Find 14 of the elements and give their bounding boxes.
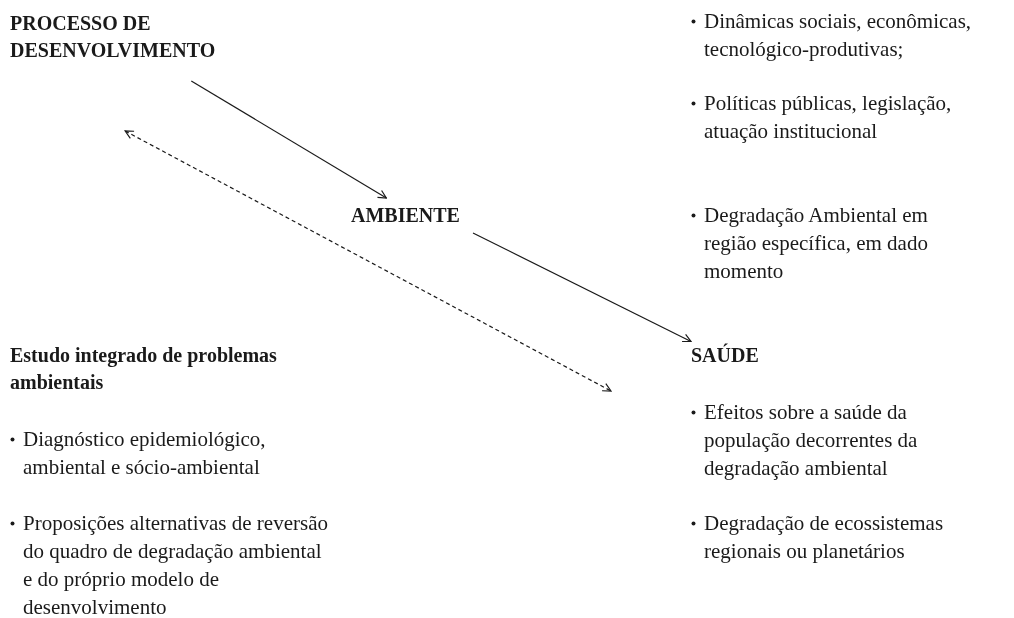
node-title: SAÚDE — [691, 342, 760, 368]
arrow — [190, 80, 387, 199]
bullet-text: Políticas públicas, legislação, atuação institucional — [704, 91, 952, 143]
section-heading: Estudo integrado de problemas ambientais — [10, 344, 277, 393]
bullet-text: Diagnóstico epidemiológico, ambiental e sócio-ambiental — [23, 427, 266, 479]
arrow — [472, 232, 692, 343]
node-title: PROCESSO DE DESENVOLVIMENTO — [10, 11, 217, 63]
bullet-text: Dinâmicas sociais, econômicas, tecnológico-produtivas; — [704, 9, 972, 61]
bullet-text: Degradação de ecossistemas regionais ou planetários — [704, 511, 944, 563]
dashed-arrow — [124, 130, 612, 392]
node-title: AMBIENTE — [351, 203, 461, 228]
bullet-text: Proposições alternativas de reversão do quadro de degradação ambiental e do próprio modelo de desenvolvimento — [23, 511, 328, 618]
bullet-text: Efeitos sobre a saúde da população decorrentes da degradação ambiental — [704, 400, 918, 480]
bullet-text: Degradação Ambiental em região específica, em dado momento — [704, 203, 928, 283]
